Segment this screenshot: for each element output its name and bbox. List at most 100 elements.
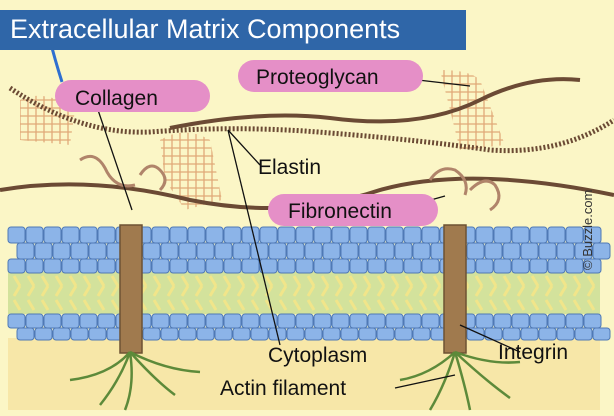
phospholipid-head xyxy=(16,327,35,341)
lipid-tail xyxy=(334,275,344,311)
fibronectin-pill xyxy=(268,194,438,226)
fibronectin-strand xyxy=(428,167,468,196)
phospholipid-head xyxy=(322,242,341,260)
fibronectin-label: Fibronectin xyxy=(288,200,392,223)
phospholipid-head xyxy=(385,226,404,244)
phospholipid-head xyxy=(7,258,26,274)
title-bar xyxy=(0,10,466,50)
lipid-tail xyxy=(166,275,176,311)
credit-text: © Buzzle.com xyxy=(580,189,595,270)
phospholipid-head xyxy=(376,327,395,341)
lipid-tail xyxy=(390,275,400,311)
phospholipid-head xyxy=(304,327,323,341)
phospholipid-head xyxy=(178,242,197,260)
phospholipid-head xyxy=(556,242,575,260)
phospholipid-head xyxy=(142,327,161,341)
phospholipid-head xyxy=(52,242,71,260)
phospholipid-head xyxy=(565,226,584,244)
phospholipid-head xyxy=(295,313,314,329)
phospholipid-head xyxy=(331,313,350,329)
lipid-tail xyxy=(152,275,162,311)
phospholipid-head xyxy=(520,327,539,341)
phospholipid-head xyxy=(286,242,305,260)
phospholipid-head xyxy=(475,258,494,274)
phospholipid-head xyxy=(565,313,584,329)
phospholipid-head xyxy=(295,258,314,274)
phospholipid-head xyxy=(547,313,566,329)
phospholipid-head xyxy=(232,242,251,260)
phospholipid-head xyxy=(7,226,26,244)
lipid-tail xyxy=(502,275,512,311)
phospholipid-head xyxy=(142,242,161,260)
lipid-tail xyxy=(586,275,596,311)
phospholipid-head xyxy=(61,226,80,244)
phospholipid-head xyxy=(43,226,62,244)
phospholipid-head xyxy=(160,327,179,341)
phospholipid-head xyxy=(529,258,548,274)
phospholipid-head xyxy=(61,258,80,274)
phospholipid-head xyxy=(70,327,89,341)
proteoglycan-cluster xyxy=(440,70,505,150)
phospholipid-head xyxy=(574,327,593,341)
phospholipid-head xyxy=(529,226,548,244)
proteoglycan-label: Proteoglycan xyxy=(256,66,379,89)
phospholipid-head xyxy=(214,327,233,341)
phospholipid-head xyxy=(223,313,242,329)
phospholipid-head xyxy=(25,226,44,244)
phospholipid-head xyxy=(394,242,413,260)
phospholipid-head xyxy=(79,313,98,329)
phospholipid-head xyxy=(583,313,602,329)
membrane-top-heads xyxy=(7,226,611,274)
lipid-tail xyxy=(54,275,64,311)
actin-filament-label: Actin filament xyxy=(220,377,347,400)
phospholipid-head xyxy=(7,313,26,329)
lipid-tail xyxy=(26,275,36,311)
phospholipid-head xyxy=(259,226,278,244)
lipid-tail xyxy=(110,275,120,311)
phospholipid-head xyxy=(592,327,611,341)
phospholipid-head xyxy=(223,226,242,244)
phospholipid-head xyxy=(367,226,386,244)
phospholipid-head xyxy=(493,226,512,244)
phospholipid-head xyxy=(187,226,206,244)
phospholipid-head xyxy=(250,327,269,341)
phospholipid-head xyxy=(349,226,368,244)
lipid-tail xyxy=(194,275,204,311)
phospholipid-head xyxy=(412,327,431,341)
phospholipid-head xyxy=(556,327,575,341)
phospholipid-head xyxy=(304,242,323,260)
integrin-protein xyxy=(119,224,143,354)
phospholipid-head xyxy=(88,327,107,341)
phospholipid-head xyxy=(394,327,413,341)
elastin-label: Elastin xyxy=(258,156,322,179)
phospholipid-head xyxy=(403,226,422,244)
phospholipid-head xyxy=(196,242,215,260)
phospholipid-head xyxy=(205,313,224,329)
phospholipid-head xyxy=(205,258,224,274)
phospholipid-head xyxy=(313,258,332,274)
phospholipid-head xyxy=(583,258,602,274)
phospholipid-head xyxy=(547,226,566,244)
phospholipid-head xyxy=(25,313,44,329)
membrane-tail-layer xyxy=(8,272,600,314)
lipid-tail xyxy=(558,275,568,311)
phospholipid-head xyxy=(475,226,494,244)
collagen-fiber xyxy=(8,85,614,154)
phospholipid-head xyxy=(97,258,116,274)
phospholipid-head xyxy=(583,226,602,244)
phospholipid-head xyxy=(34,327,53,341)
phospholipid-head xyxy=(61,313,80,329)
phospholipid-head xyxy=(538,327,557,341)
lipid-tail xyxy=(530,275,540,311)
lipid-tail xyxy=(292,275,302,311)
leader-lines xyxy=(97,79,521,389)
phospholipid-head xyxy=(547,258,566,274)
phospholipid-head xyxy=(313,226,332,244)
phospholipid-head xyxy=(88,242,107,260)
phospholipid-head xyxy=(25,258,44,274)
lipid-tail xyxy=(82,275,92,311)
phospholipid-head xyxy=(565,258,584,274)
phospholipid-head xyxy=(241,313,260,329)
phospholipid-head xyxy=(331,226,350,244)
